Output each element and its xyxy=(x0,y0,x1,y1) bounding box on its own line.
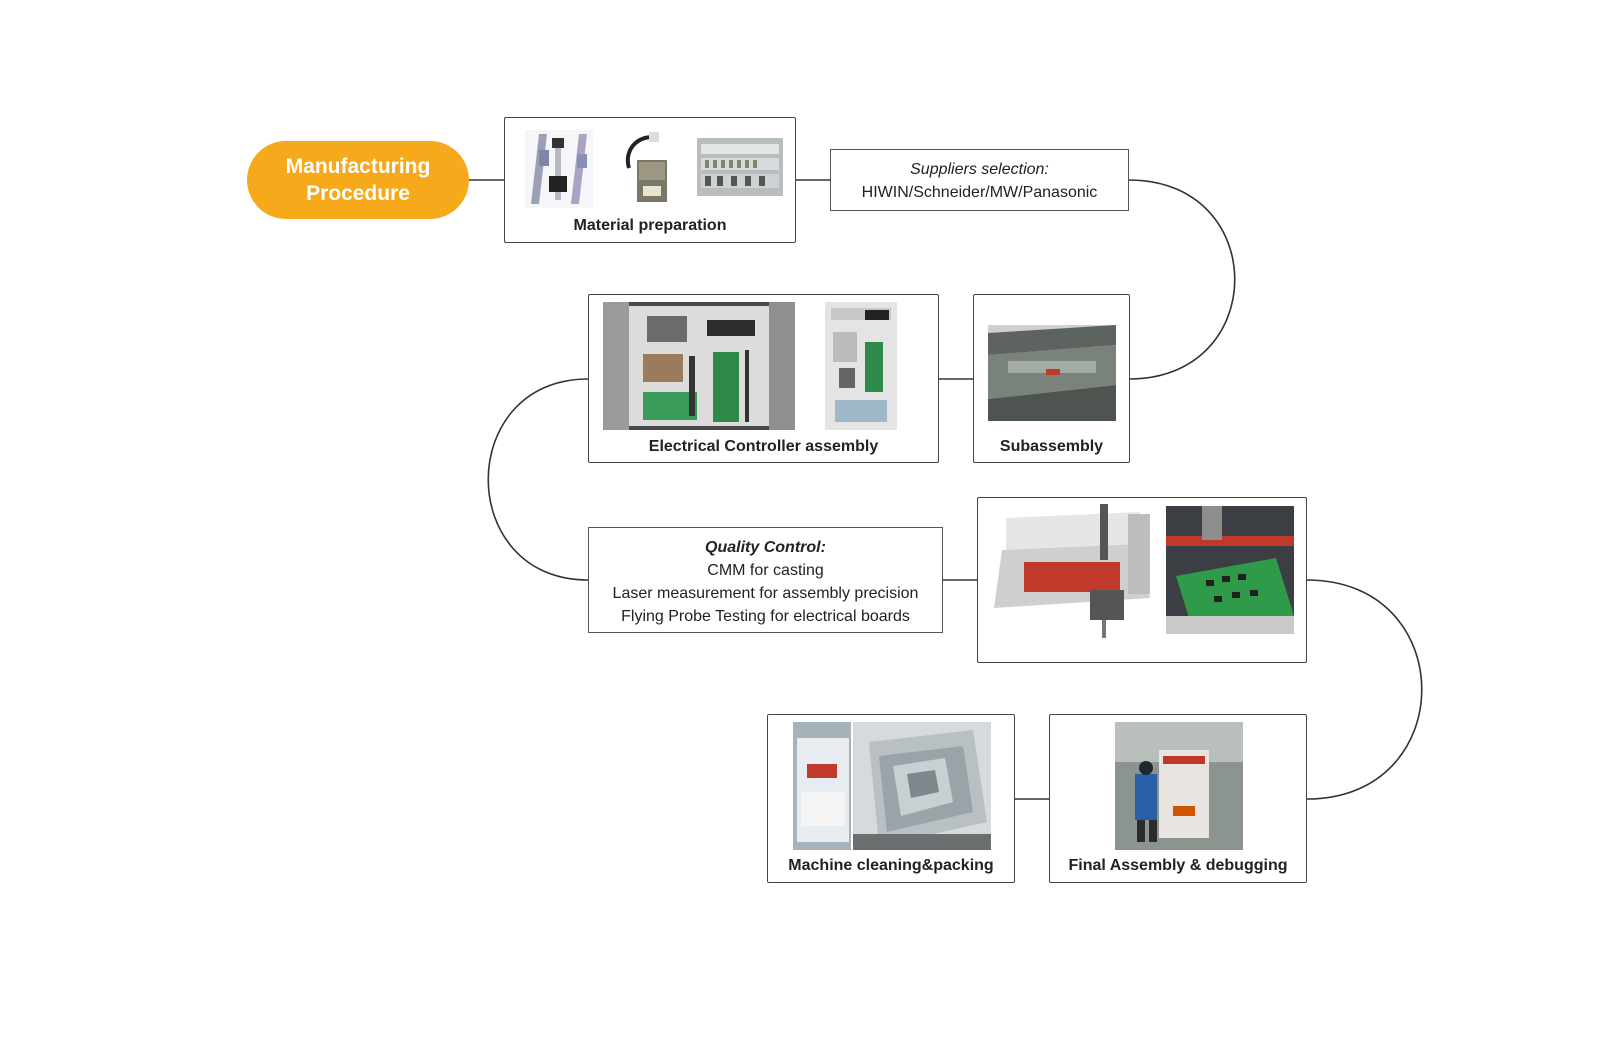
start-line2: Procedure xyxy=(306,182,410,205)
quality-control-box: Quality Control: CMM for casting Laser m… xyxy=(588,527,943,633)
worker-machine-photo xyxy=(1115,722,1243,850)
electrical-controller-box: Electrical Controller assembly xyxy=(588,294,939,463)
cleaning-packing-label: Machine cleaning&packing xyxy=(788,857,994,874)
quality-photos-box xyxy=(977,497,1307,663)
machine-bed-photo xyxy=(988,325,1116,421)
subassembly-label: Subassembly xyxy=(999,438,1104,455)
wrapped-machine-photo xyxy=(853,722,991,850)
suppliers-selection-box: Suppliers selection: HIWIN/Schneider/MW/… xyxy=(830,149,1129,211)
cleaning-packing-box: Machine cleaning&packing xyxy=(767,714,1015,883)
connector-suppliers-subassembly xyxy=(1128,179,1236,380)
linear-rail-photo xyxy=(525,130,593,208)
manufacturing-procedure-pill: Manufacturing Procedure xyxy=(247,141,469,219)
subassembly-box: Subassembly xyxy=(973,294,1130,463)
connector-electrical-quality xyxy=(487,378,589,581)
start-line1: Manufacturing xyxy=(285,155,431,178)
connector-photos-final xyxy=(1306,579,1423,800)
quality-item-flying-probe: Flying Probe Testing for electrical boar… xyxy=(621,608,910,625)
quality-control-title: Quality Control: xyxy=(705,539,826,556)
cmm-machine-photo xyxy=(990,504,1152,638)
material-preparation-label: Material preparation xyxy=(573,217,727,234)
final-assembly-label: Final Assembly & debugging xyxy=(1068,857,1288,874)
final-assembly-box: Final Assembly & debugging xyxy=(1049,714,1307,883)
control-cabinet-photo xyxy=(603,302,795,430)
electrical-controller-label: Electrical Controller assembly xyxy=(648,438,879,455)
quality-item-laser: Laser measurement for assembly precision xyxy=(612,585,919,602)
quality-item-cmm: CMM for casting xyxy=(707,562,824,579)
material-preparation-box: Material preparation xyxy=(504,117,796,243)
servo-motor-photo xyxy=(621,128,679,208)
electrical-panel-photo xyxy=(697,138,783,196)
suppliers-selection-title: Suppliers selection: xyxy=(910,161,1049,178)
crated-machine-photo xyxy=(793,722,851,850)
probe-tester-photo xyxy=(1166,506,1294,634)
cabinet-interior-photo xyxy=(825,302,897,430)
suppliers-list: HIWIN/Schneider/MW/Panasonic xyxy=(861,184,1098,201)
